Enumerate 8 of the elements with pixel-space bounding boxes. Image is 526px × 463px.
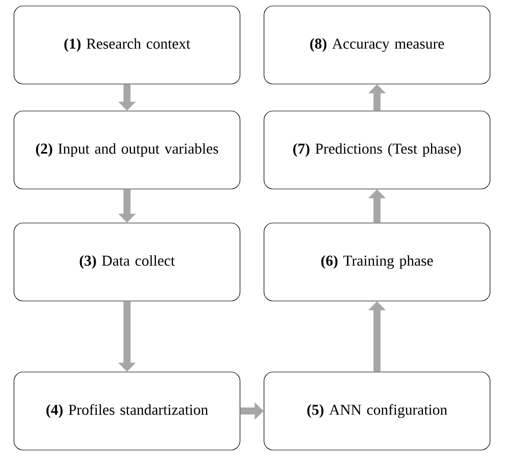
process-box: (1) Research context [14,6,240,84]
process-box: (4) Profiles standartization [14,372,240,450]
process-box: (5) ANN configuration [264,372,490,450]
process-box: (8) Accuracy measure [264,6,490,84]
process-box: (2) Input and output variables [14,110,240,190]
process-box: (3) Data collect [14,222,240,302]
process-box: (7) Predictions (Test phase) [264,110,490,190]
process-box: (6) Training phase [264,222,490,302]
